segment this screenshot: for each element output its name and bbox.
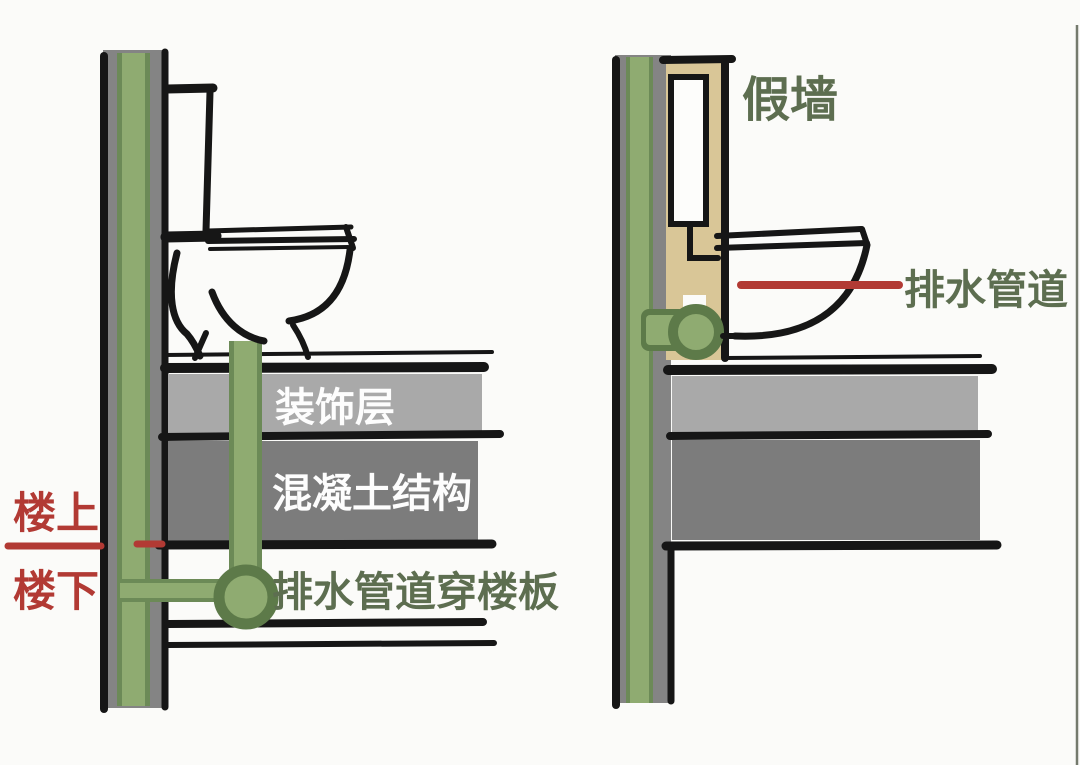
floor-surface-line xyxy=(722,354,982,360)
right-floor-slab xyxy=(661,354,1002,551)
false-wall-label: 假墙 xyxy=(742,74,838,127)
base-curve-right xyxy=(290,322,311,360)
concrete-band xyxy=(168,441,478,541)
floor-top-line xyxy=(663,364,997,375)
left-floor-slab xyxy=(154,350,504,648)
downstairs-label: 楼下 xyxy=(13,568,99,616)
right-drain-piping xyxy=(641,304,724,360)
floor-divider xyxy=(4,540,166,550)
slab-bottom-line xyxy=(154,539,497,550)
right-diagram: 假墙 排水管道 xyxy=(612,55,1068,709)
false-wall-top-line xyxy=(659,55,736,64)
finish-layer-band xyxy=(168,374,482,433)
concealed-cistern xyxy=(668,74,709,227)
toilet-down-pipe-edge xyxy=(257,341,262,579)
branch-pipe-edge xyxy=(120,579,241,583)
left-toilet xyxy=(160,83,357,361)
concrete-label: 混凝土结构 xyxy=(272,472,472,516)
right-wall-column xyxy=(612,55,675,709)
drain-stack-pipe xyxy=(626,57,653,703)
branch-pipe xyxy=(120,579,241,602)
seat-line xyxy=(714,240,870,251)
slab-bottom-line xyxy=(661,540,1002,551)
bowl-outline xyxy=(731,241,871,340)
floor-surface-line xyxy=(163,350,494,357)
flush-bend-pipe xyxy=(687,224,721,261)
concrete-band xyxy=(672,440,980,540)
drain-stack-pipe-edge xyxy=(649,57,653,703)
pipe-elbow xyxy=(668,304,724,360)
tank-side xyxy=(202,88,214,235)
pipe-elbow xyxy=(213,564,279,630)
ceiling-line-1 xyxy=(164,618,487,628)
seat-line xyxy=(205,236,357,244)
left-drain-piping xyxy=(120,341,279,630)
right-toilet xyxy=(714,226,871,340)
tank-top xyxy=(162,83,218,94)
toilet-down-pipe xyxy=(229,341,262,579)
left-wall-column xyxy=(100,48,169,713)
toilet-down-pipe-edge xyxy=(229,341,234,579)
seat-line xyxy=(205,224,354,234)
seat-edge xyxy=(343,224,356,251)
branch-pipe-edge xyxy=(120,598,241,602)
tank-base xyxy=(160,230,222,243)
drain-stack-pipe-edge xyxy=(145,53,150,706)
finish-layer-band xyxy=(672,376,978,432)
seat-line xyxy=(714,226,864,239)
seat-edge xyxy=(859,226,870,247)
upstairs-label: 楼上 xyxy=(13,490,99,538)
drain-stack-pipe-edge xyxy=(117,53,122,706)
bowl-inner-curve xyxy=(208,288,268,345)
bowl-outline-left xyxy=(167,249,204,360)
floor-top-line xyxy=(160,362,489,373)
pipe-through-slab-label: 排水管道穿楼板 xyxy=(272,569,559,615)
ceiling-line-2 xyxy=(165,640,497,648)
drain-stack-pipe-edge xyxy=(626,57,630,703)
seat-line xyxy=(208,245,350,251)
layer-boundary-line xyxy=(666,430,992,440)
finish-layer-label: 装饰层 xyxy=(275,386,395,430)
left-diagram: 楼上 楼下 装饰层 混凝土结构 排水管道穿楼板 xyxy=(4,48,559,713)
base-curve-left xyxy=(192,330,209,361)
drain-pipe-label: 排水管道 xyxy=(904,267,1068,313)
bowl-outline-right xyxy=(285,246,354,325)
layer-boundary-line xyxy=(158,430,504,441)
